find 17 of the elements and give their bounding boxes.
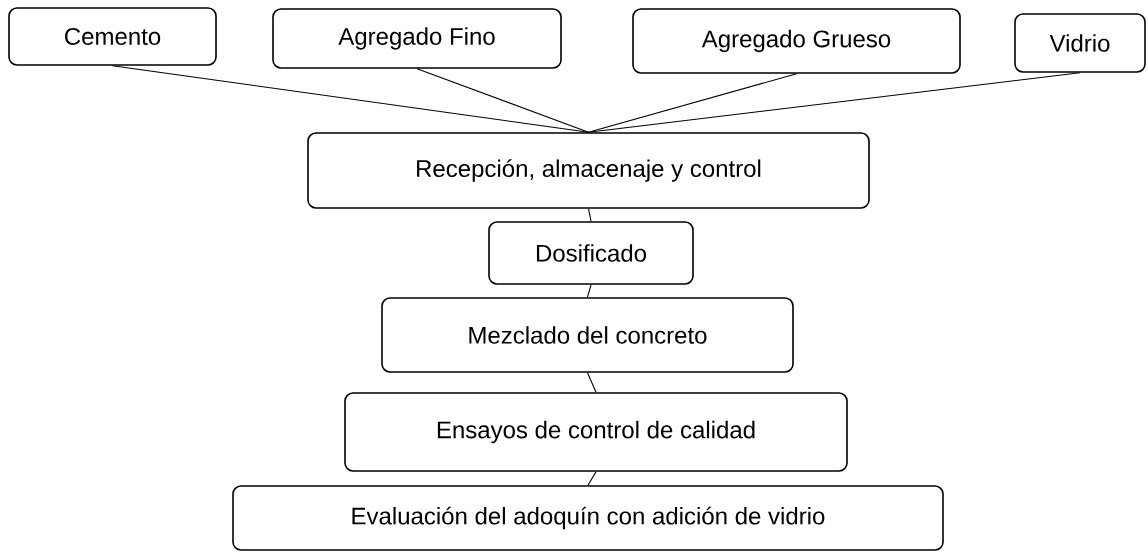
process-box: Dosificado	[488, 221, 694, 285]
process-box: Mezclado del concreto	[381, 297, 794, 373]
process-box: Agregado Grueso	[632, 8, 961, 74]
connector-line	[586, 284, 592, 298]
connector-line	[111, 65, 590, 133]
connector-line	[416, 68, 590, 133]
connector-line	[587, 72, 1081, 133]
connector-line	[586, 372, 597, 393]
process-box: Vidrio	[1014, 13, 1146, 73]
process-box: Ensayos de control de calidad	[344, 392, 848, 472]
connector-line	[587, 73, 798, 133]
process-box: Agregado Fino	[272, 8, 562, 69]
connector-line	[587, 471, 597, 486]
process-box: Recepción, almacenaje y control	[307, 132, 870, 209]
connector-line	[587, 208, 592, 222]
process-box: Cemento	[8, 7, 217, 66]
process-box: Evaluación del adoquín con adición de vidrio	[232, 485, 944, 551]
